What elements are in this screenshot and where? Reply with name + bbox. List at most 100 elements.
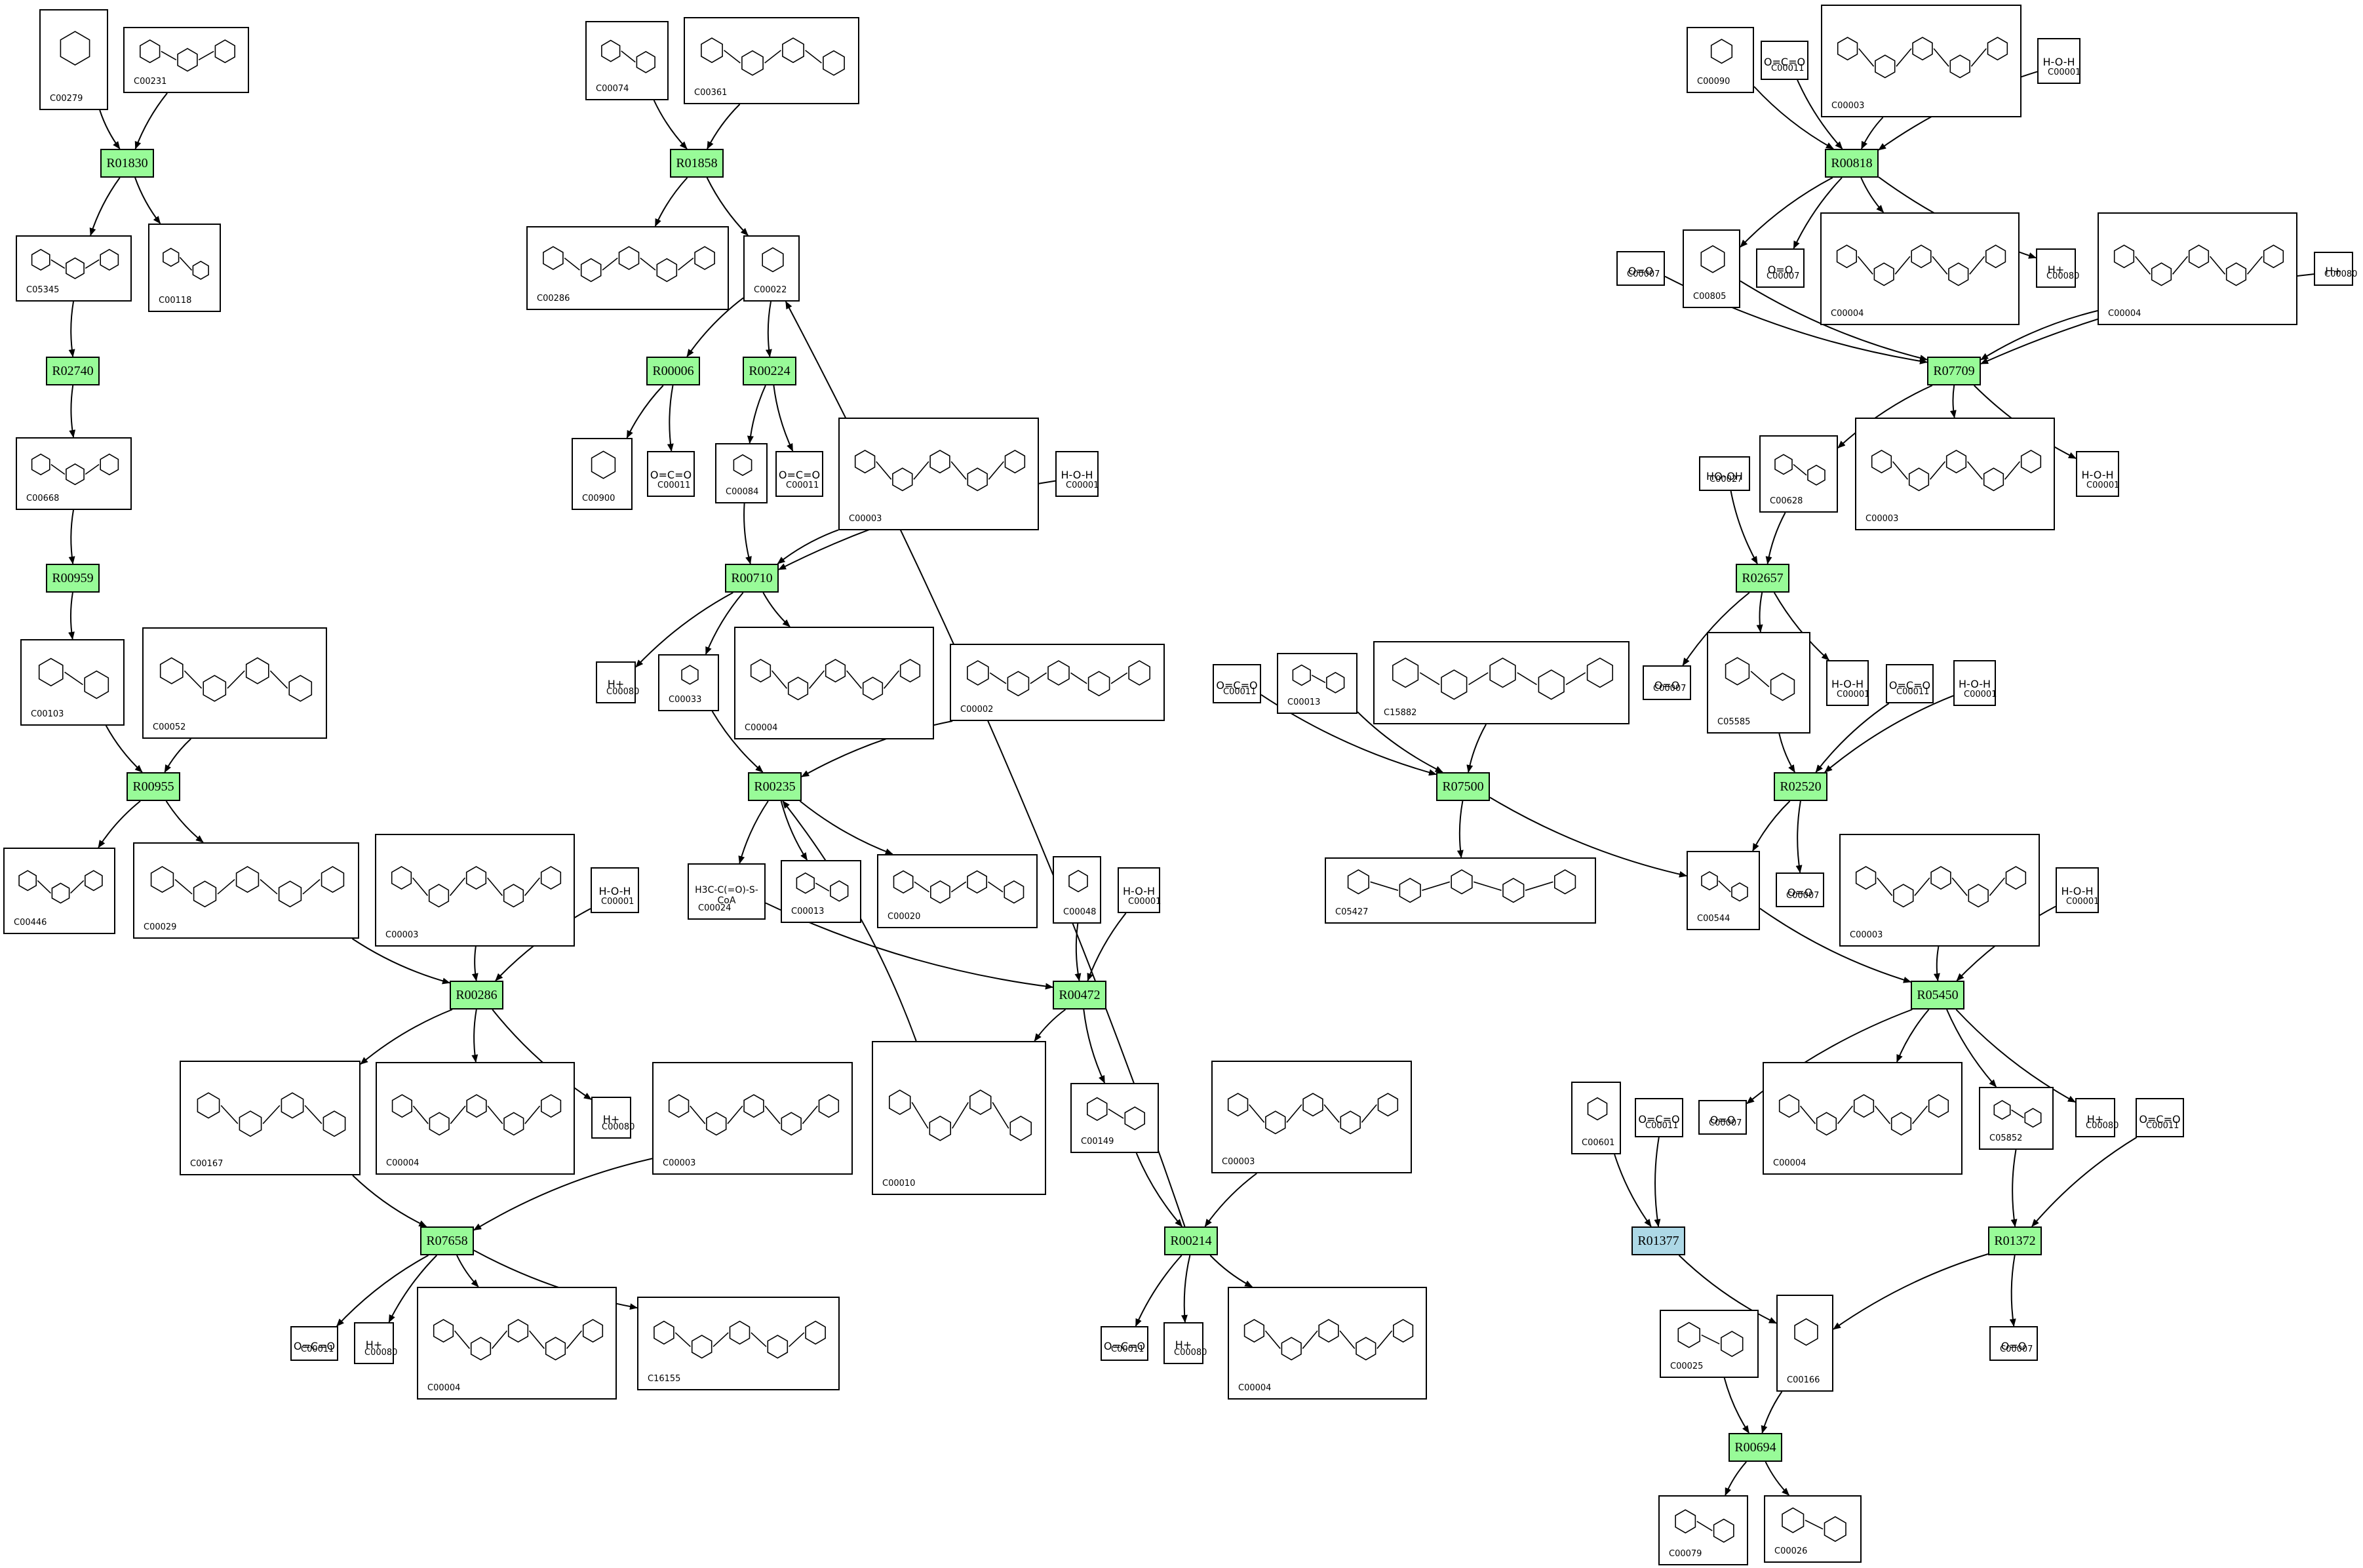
compound-C00003[interactable]: C00003: [375, 834, 575, 947]
reaction-R02520[interactable]: R02520: [1774, 772, 1827, 801]
reaction-R01830[interactable]: R01830: [100, 149, 154, 178]
compound-C00149[interactable]: C00149: [1070, 1083, 1159, 1153]
compound-C00004[interactable]: C00004: [417, 1287, 617, 1400]
compound-C00231[interactable]: C00231: [123, 27, 249, 93]
reaction-R00224[interactable]: R00224: [743, 357, 796, 385]
compound-C00004[interactable]: C00004: [1228, 1287, 1427, 1400]
compound-C00003[interactable]: C00003: [1821, 5, 2021, 117]
compound-C00074[interactable]: C00074: [585, 21, 669, 100]
compound-C05585[interactable]: C05585: [1707, 632, 1810, 734]
compound-C05345[interactable]: C05345: [16, 235, 132, 302]
compound-C00013[interactable]: C00013: [1277, 653, 1357, 714]
compound-C00003[interactable]: C00003: [1839, 834, 2040, 947]
compound-C00003[interactable]: C00003: [838, 418, 1039, 530]
reaction-R00959[interactable]: R00959: [46, 564, 100, 593]
reaction-R00818[interactable]: R00818: [1825, 149, 1879, 178]
compound-C00080[interactable]: H+C00080: [2036, 248, 2079, 288]
compound-C00029[interactable]: C00029: [133, 842, 359, 939]
compound-C00628[interactable]: C00628: [1759, 435, 1838, 513]
compound-C00103[interactable]: C00103: [20, 639, 125, 726]
compound-C00090[interactable]: C00090: [1687, 27, 1754, 93]
compound-C00446[interactable]: C00446: [3, 848, 115, 934]
compound-C00004[interactable]: C00004: [1763, 1062, 1963, 1175]
reaction-R01377[interactable]: R01377: [1631, 1226, 1685, 1255]
compound-C00004[interactable]: C00004: [1820, 212, 2020, 325]
compound-C00166[interactable]: C00166: [1776, 1295, 1833, 1392]
compound-C00080[interactable]: H+C00080: [1163, 1322, 1207, 1364]
compound-C05852[interactable]: C05852: [1979, 1087, 2054, 1150]
compound-C00361[interactable]: C00361: [684, 17, 859, 104]
reaction-R00286[interactable]: R00286: [450, 981, 503, 1009]
compound-C05427[interactable]: C05427: [1325, 857, 1596, 924]
reaction-R01858[interactable]: R01858: [670, 149, 724, 178]
reaction-R00694[interactable]: R00694: [1728, 1433, 1782, 1462]
reaction-R02657[interactable]: R02657: [1736, 564, 1789, 593]
reaction-R07500[interactable]: R07500: [1436, 772, 1490, 801]
reaction-R05450[interactable]: R05450: [1911, 981, 1964, 1009]
compound-C00022[interactable]: C00022: [743, 235, 800, 302]
compound-C00079[interactable]: C00079: [1658, 1495, 1748, 1565]
compound-C15882[interactable]: C15882: [1373, 641, 1630, 724]
compound-C00025[interactable]: C00025: [1660, 1310, 1759, 1378]
compound-C00286[interactable]: C00286: [526, 226, 729, 310]
reaction-R00710[interactable]: R00710: [725, 564, 779, 593]
compound-C00544[interactable]: C00544: [1687, 851, 1760, 930]
compound-C00033[interactable]: C00033: [658, 654, 719, 711]
compound-C16155[interactable]: C16155: [637, 1297, 840, 1390]
compound-C00004[interactable]: C00004: [2098, 212, 2297, 325]
compound-C00003[interactable]: C00003: [1855, 418, 2055, 530]
compound-C00052[interactable]: C00052: [142, 627, 327, 739]
compound-C00003[interactable]: C00003: [1211, 1061, 1412, 1173]
reaction-R00235[interactable]: R00235: [748, 772, 802, 801]
compound-C00805[interactable]: C00805: [1683, 229, 1740, 308]
reaction-R00472[interactable]: R00472: [1053, 981, 1106, 1009]
compound-C00026[interactable]: C00026: [1764, 1495, 1862, 1563]
compound-C00080[interactable]: H+C00080: [354, 1322, 397, 1364]
compound-C00080[interactable]: H+C00080: [596, 661, 639, 703]
reaction-R01372[interactable]: R01372: [1988, 1226, 2042, 1255]
compound-C00080[interactable]: H+C00080: [591, 1097, 635, 1139]
reaction-R00214[interactable]: R00214: [1164, 1226, 1218, 1255]
compound-C00013[interactable]: C00013: [781, 860, 861, 923]
reaction-R07709[interactable]: R07709: [1927, 357, 1981, 385]
compound-C00084[interactable]: C00084: [715, 443, 768, 503]
compound-C00002[interactable]: C00002: [950, 644, 1165, 721]
reaction-R00006[interactable]: R00006: [646, 357, 700, 385]
reaction-R00955[interactable]: R00955: [127, 772, 180, 801]
reaction-R07658[interactable]: R07658: [420, 1226, 474, 1255]
compound-C00004[interactable]: C00004: [376, 1062, 575, 1175]
compound-C00003[interactable]: C00003: [652, 1062, 853, 1175]
compound-C00080[interactable]: H+C00080: [2314, 252, 2357, 286]
compound-C00004[interactable]: C00004: [734, 627, 934, 739]
compound-C00080[interactable]: H+C00080: [2075, 1098, 2119, 1137]
compound-C00020[interactable]: C00020: [877, 854, 1038, 928]
compound-C00601[interactable]: C00601: [1571, 1082, 1621, 1154]
compound-C00279[interactable]: C00279: [39, 9, 108, 110]
compound-C00167[interactable]: C00167: [180, 1061, 361, 1175]
compound-C00048[interactable]: C00048: [1053, 856, 1101, 924]
